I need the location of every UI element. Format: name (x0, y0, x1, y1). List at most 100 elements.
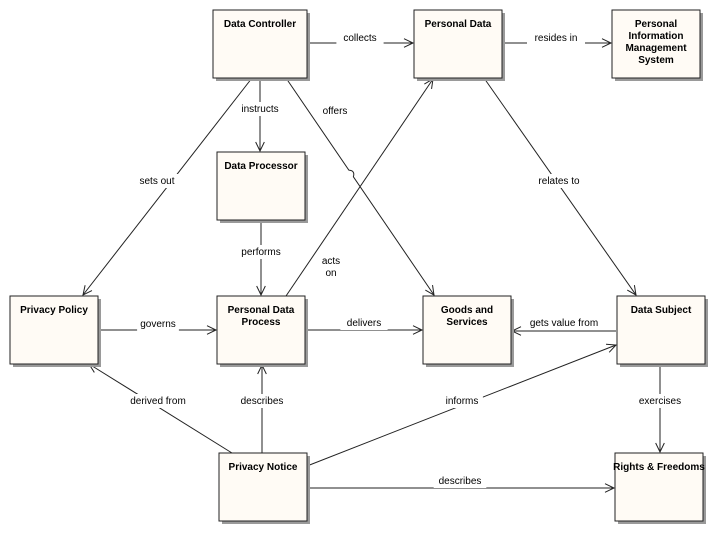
arrowhead (605, 343, 618, 353)
node-title-line: Privacy Notice (229, 462, 298, 473)
node-privacy-notice: Privacy Notice (218, 452, 310, 524)
node-data-controller: Data Controller (212, 9, 310, 81)
edge-data-controller-to-personal-data: collects (307, 31, 415, 48)
edges-layer: collects resides in instructs offers sets ou… (82, 31, 687, 493)
edge-label: performs (237, 245, 285, 259)
edge-label-bg (237, 245, 285, 259)
edge-personal-data-to-pims: resides in (502, 31, 613, 48)
edge-line (285, 77, 435, 296)
edge-label-bg (137, 317, 179, 331)
node-privacy-policy: Privacy Policy (9, 295, 101, 367)
arrowhead (206, 325, 218, 335)
edge-label-text: relates to (538, 176, 580, 187)
edge-label-text: acts (322, 256, 340, 267)
node-title-line: Personal Data (228, 305, 295, 316)
edge-label: delivers (340, 316, 388, 330)
edge-label-bg (235, 394, 289, 408)
edge-label: derived from (123, 394, 193, 408)
edge-label: governs (137, 317, 179, 331)
edge-label-text: offers (323, 106, 348, 117)
node-title-line: Data Processor (224, 161, 297, 172)
node-data-subject: Data Subject (616, 295, 708, 367)
node-title-line: System (638, 55, 674, 66)
edge-data-controller-to-goods-services: offers (285, 77, 435, 296)
arrowhead (412, 325, 424, 335)
edge-label: instructs (233, 102, 287, 116)
node-title-line: Personal Data (425, 19, 492, 30)
edge-label-bg (316, 104, 354, 118)
node-box (422, 295, 512, 365)
edge-label-bg (441, 394, 483, 408)
edge-label-bg (633, 394, 687, 408)
arrowhead (82, 285, 93, 296)
edge-data-subject-to-rights-freedoms: exercises (633, 364, 687, 454)
node-title-line: Data Subject (631, 305, 692, 316)
edge-label-bg (233, 102, 287, 116)
edge-label: exercises (633, 394, 687, 408)
edge-label: collects (336, 31, 384, 45)
edge-label-bg (527, 31, 585, 45)
edge-personal-data-process-to-goods-services: delivers (305, 316, 424, 335)
edge-label-text: performs (241, 247, 280, 258)
node-title-line: Privacy Policy (20, 305, 88, 316)
edge-label-bg (336, 31, 384, 45)
node-title-line: Rights & Freedoms (613, 462, 705, 473)
node-title-line: Data Controller (224, 19, 296, 30)
edge-label: offers (316, 104, 354, 118)
arrowhead (601, 38, 613, 48)
edge-label-text: governs (140, 319, 176, 330)
node-rights-freedoms: Rights & Freedoms (613, 452, 706, 524)
edge-label-bg (340, 316, 388, 330)
edge-data-controller-to-privacy-policy: sets out (82, 77, 253, 296)
edge-privacy-policy-to-personal-data-process: governs (98, 317, 218, 335)
arrowhead (604, 483, 616, 493)
edge-label-bg (521, 316, 607, 330)
edge-label-text: instructs (241, 104, 278, 115)
arrowhead (256, 285, 266, 297)
arrowhead (255, 141, 265, 153)
node-box (614, 452, 704, 522)
edge-label: sets out (133, 174, 181, 188)
edge-privacy-notice-to-data-subject: informs (306, 343, 618, 467)
edge-label-bg (133, 174, 181, 188)
node-box (218, 452, 308, 522)
edge-label: resides in (527, 31, 585, 45)
edge-label-text: derived from (130, 396, 186, 407)
arrowhead (403, 38, 415, 48)
node-box (216, 151, 306, 221)
node-box (212, 9, 308, 79)
node-title-line: Goods and (441, 305, 493, 316)
node-title-line: Personal (635, 19, 677, 30)
edge-label: informs (441, 394, 483, 408)
edge-label-bg (433, 474, 487, 488)
edge-data-subject-to-goods-services: gets value from (510, 316, 616, 336)
node-title-line: Process (242, 317, 281, 328)
edge-label-bg (123, 394, 193, 408)
node-data-processor: Data Processor (216, 151, 308, 223)
node-box (616, 295, 706, 365)
edge-label: describes (433, 474, 487, 488)
edge-personal-data-to-data-subject: relates to (483, 77, 637, 296)
arrowhead (425, 285, 435, 296)
edge-label-bg (318, 254, 344, 280)
edge-label-text: delivers (347, 318, 381, 329)
node-title-line: Services (446, 317, 488, 328)
edge-data-processor-to-personal-data-process: performs (237, 220, 285, 297)
edge-label-text: resides in (535, 33, 578, 44)
edge-label-text: describes (439, 476, 482, 487)
edge-label: describes (235, 394, 289, 408)
edge-data-controller-to-data-processor: instructs (233, 78, 287, 153)
node-box (611, 9, 701, 79)
node-personal-data: Personal Data (413, 9, 505, 81)
arrowhead (627, 285, 637, 296)
edge-privacy-notice-to-personal-data-process: describes (235, 363, 289, 453)
edge-label-text: gets value from (530, 318, 598, 329)
edge-label-text: collects (343, 33, 376, 44)
edge-label-text: exercises (639, 396, 681, 407)
